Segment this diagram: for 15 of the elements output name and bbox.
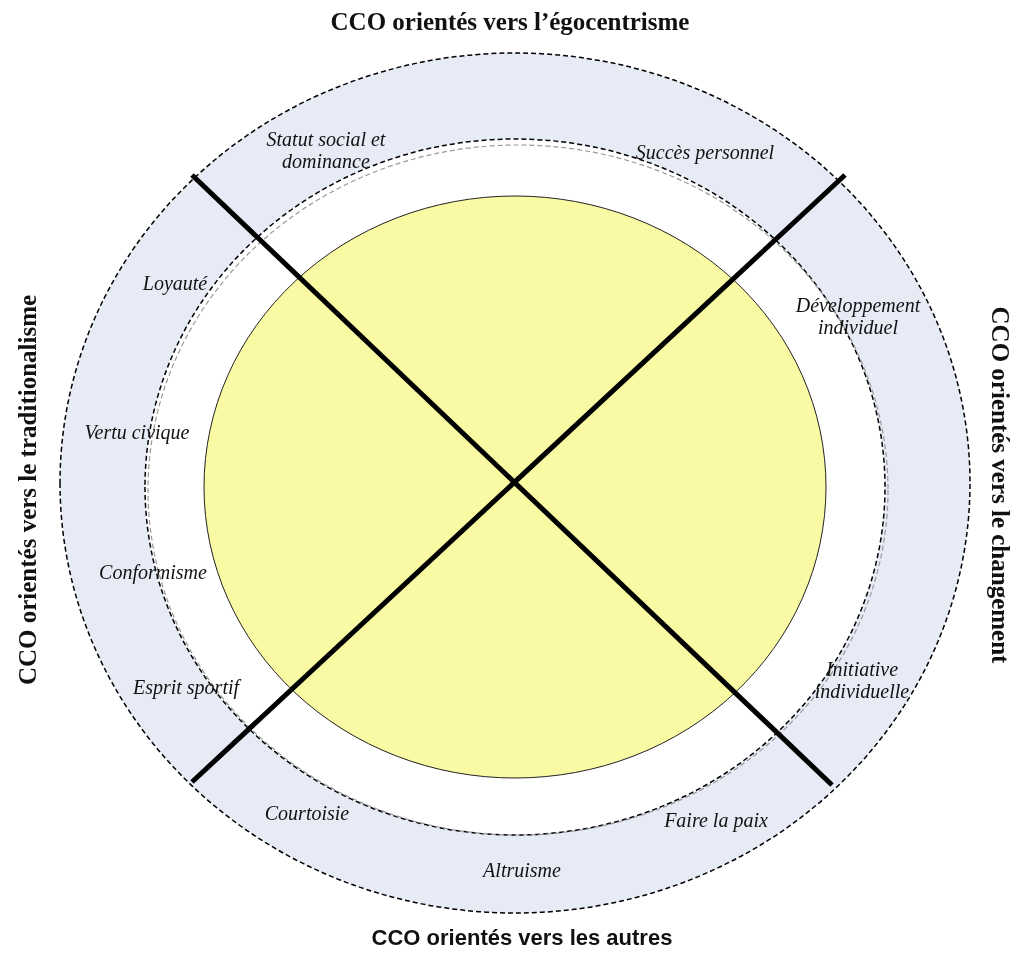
quadrant-heading: CCO orientés vers le traditionalisme (14, 294, 42, 686)
value-label: Courtoisie (264, 802, 350, 824)
value-label: Développement individuel (794, 294, 922, 338)
value-label: Succès personnel (635, 141, 775, 163)
value-label: Vertu civique (84, 421, 190, 443)
value-label: Statut social et dominance (265, 128, 387, 172)
value-label: Faire la paix (664, 809, 768, 831)
value-label: Altruisme (483, 859, 561, 881)
value-label: Initiative individuelle (813, 658, 911, 702)
value-label: Esprit sportif (132, 676, 240, 698)
quadrant-heading: CCO orientés vers l’égocentrisme (330, 8, 690, 36)
value-label: Conformisme (99, 561, 207, 583)
quadrant-heading: CCO orientés vers le changement (986, 306, 1014, 664)
quadrant-heading: CCO orientés vers les autres (371, 925, 673, 951)
value-label: Loyauté (142, 272, 208, 294)
